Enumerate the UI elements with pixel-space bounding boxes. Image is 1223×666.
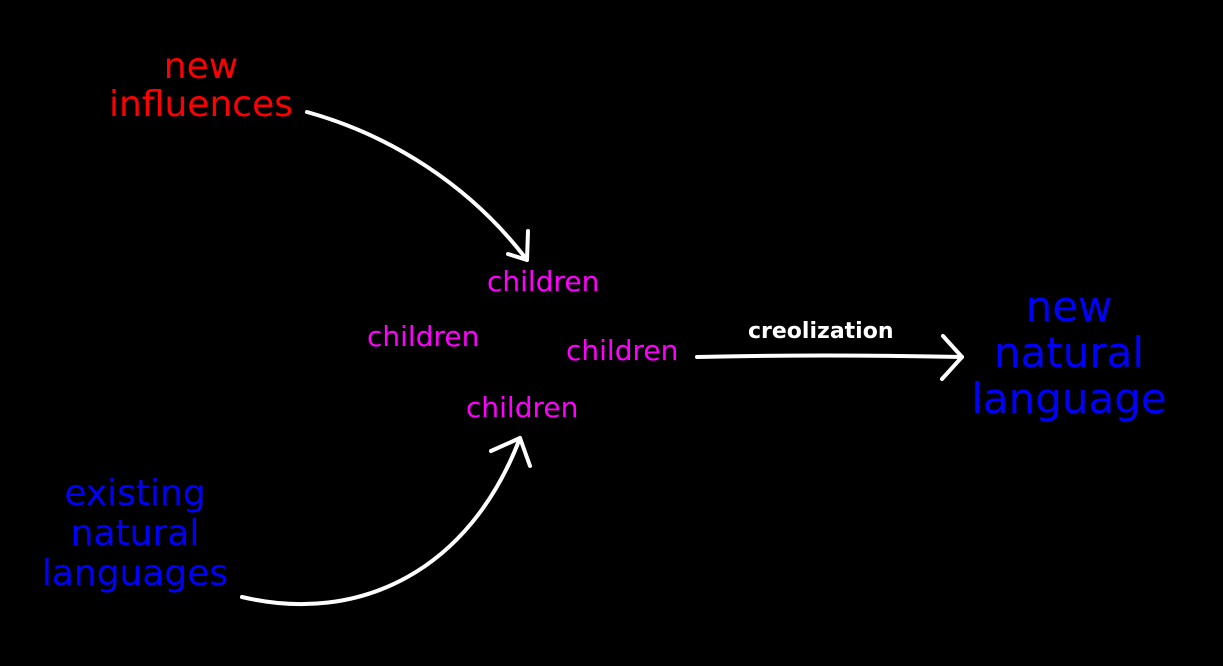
- existing-languages-line: natural: [70, 513, 200, 554]
- new-influences-line: new: [163, 46, 239, 87]
- languages-arrow: [240, 436, 522, 607]
- creolization-arrow: [695, 353, 964, 359]
- existing-languages-line: existing: [64, 473, 206, 514]
- new-language-line: new: [1025, 282, 1113, 331]
- children-label-bottom: children: [466, 391, 579, 424]
- existing-languages-label: existing natural languages: [30, 474, 240, 594]
- influences-arrowhead: [506, 229, 530, 262]
- new-language-line: natural: [993, 328, 1145, 377]
- creolization-arrowhead: [940, 334, 964, 381]
- new-influences-label: new influences: [100, 48, 302, 124]
- new-language-line: language: [971, 374, 1167, 423]
- languages-arrowhead: [489, 436, 532, 468]
- children-label-left: children: [367, 320, 480, 353]
- children-label-right: children: [566, 334, 679, 367]
- creolization-label: creolization: [748, 319, 894, 344]
- existing-languages-line: languages: [41, 553, 229, 594]
- new-influences-line: influences: [109, 84, 293, 125]
- influences-arrow: [305, 110, 529, 262]
- new-natural-language-label: new natural language: [968, 284, 1170, 422]
- children-label-top: children: [487, 265, 600, 298]
